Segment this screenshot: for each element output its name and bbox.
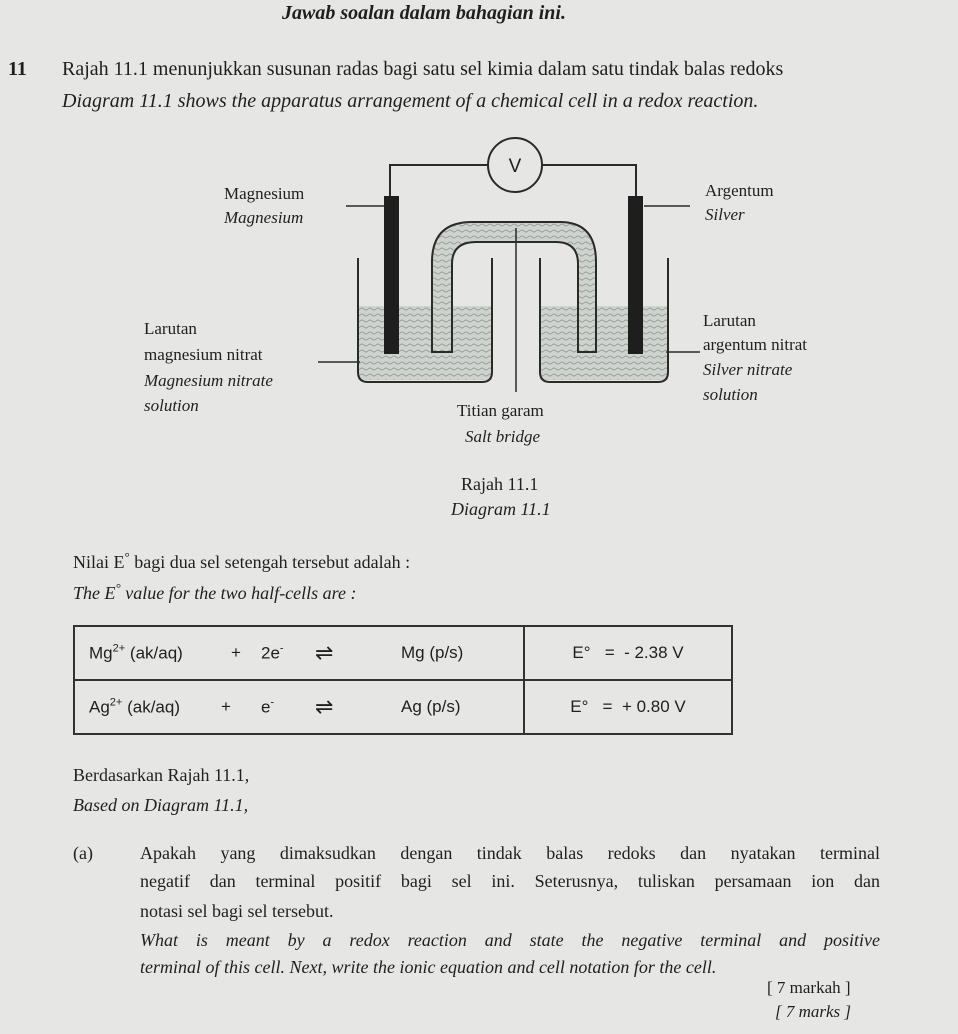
part-a-ms-line-1: Apakah yang dimaksudkan dengan tindak ba… bbox=[140, 843, 880, 863]
silver-electrode bbox=[628, 196, 643, 354]
right-wire bbox=[542, 164, 637, 198]
half-equation-cell: Mg2+ (ak/aq) + 2e- ⇌ Mg (p/s) bbox=[73, 625, 525, 681]
potential-cell: E° = - 2.38 V bbox=[523, 625, 733, 681]
left-wire bbox=[389, 164, 488, 198]
question-intro-ms: Rajah 11.1 menunjukkan susunan radas bag… bbox=[62, 58, 784, 80]
based-on-en: Based on Diagram 11.1, bbox=[73, 795, 249, 815]
part-a-label: (a) bbox=[73, 843, 93, 863]
part-a-en-line-1: What is meant by a redox reaction and st… bbox=[140, 930, 880, 950]
part-a-en-line-2: terminal of this cell. Next, write the i… bbox=[140, 957, 717, 977]
right-solution bbox=[540, 306, 668, 380]
label-salt-bridge-ms: Titian garam bbox=[457, 401, 544, 420]
salt-bridge bbox=[431, 221, 597, 353]
label-left-solution-en-2: solution bbox=[144, 396, 199, 415]
question-number: 11 bbox=[8, 58, 27, 80]
label-silver-en: Silver bbox=[705, 205, 745, 224]
question-intro-en: Diagram 11.1 shows the apparatus arrange… bbox=[62, 90, 759, 112]
label-left-solution-ms-2: magnesium nitrat bbox=[144, 345, 263, 364]
label-argentum-ms: Argentum bbox=[705, 181, 774, 200]
marks-ms: [ 7 markah ] bbox=[767, 978, 851, 997]
potential-cell: E° = + 0.80 V bbox=[523, 679, 733, 735]
equilibrium-arrow-icon: ⇌ bbox=[315, 694, 334, 719]
part-a-ms-line-3: notasi sel bagi sel tersebut. bbox=[140, 901, 334, 921]
label-left-solution-en-1: Magnesium nitrate bbox=[144, 371, 273, 390]
label-left-solution-ms-1: Larutan bbox=[144, 319, 197, 338]
part-a-ms-line-2: negatif dan terminal positif bagi sel in… bbox=[140, 871, 880, 891]
diagram-caption-en: Diagram 11.1 bbox=[451, 499, 551, 519]
left-beaker bbox=[357, 258, 493, 383]
eo-intro-en: The E° value for the two half-cells are … bbox=[73, 580, 357, 603]
left-solution bbox=[358, 306, 492, 380]
based-on-ms: Berdasarkan Rajah 11.1, bbox=[73, 765, 250, 785]
label-right-solution-ms-2: argentum nitrat bbox=[703, 335, 808, 354]
half-equation-cell: Ag2+ (ak/aq) + e- ⇌ Ag (p/s) bbox=[73, 679, 525, 735]
magnesium-electrode bbox=[384, 196, 399, 354]
eo-intro-ms: Nilai E° bagi dua sel setengah tersebut … bbox=[73, 549, 411, 572]
table-row: Mg2+ (ak/aq) + 2e- ⇌ Mg (p/s) E° = - 2.3… bbox=[73, 625, 733, 681]
label-right-solution-en-2: solution bbox=[703, 385, 758, 404]
section-instruction: Jawab soalan dalam bahagian ini. bbox=[282, 2, 566, 24]
equilibrium-arrow-icon: ⇌ bbox=[315, 640, 334, 665]
marks-en: [ 7 marks ] bbox=[775, 1002, 852, 1021]
diagram-caption-ms: Rajah 11.1 bbox=[461, 474, 539, 494]
label-magnesium-en: Magnesium bbox=[224, 208, 304, 227]
label-magnesium-ms: Magnesium bbox=[224, 184, 305, 203]
voltmeter-label: V bbox=[509, 156, 522, 177]
chemical-cell-diagram: V bbox=[318, 137, 700, 392]
label-right-solution-ms-1: Larutan bbox=[703, 311, 756, 330]
table-row: Ag2+ (ak/aq) + e- ⇌ Ag (p/s) E° = + 0.80… bbox=[73, 679, 733, 735]
right-beaker bbox=[539, 258, 669, 383]
label-right-solution-en-1: Silver nitrate bbox=[703, 360, 793, 379]
label-salt-bridge-en: Salt bridge bbox=[465, 427, 541, 446]
electrode-potential-table: Mg2+ (ak/aq) + 2e- ⇌ Mg (p/s) E° = - 2.3… bbox=[73, 625, 733, 735]
voltmeter-icon bbox=[487, 137, 543, 193]
